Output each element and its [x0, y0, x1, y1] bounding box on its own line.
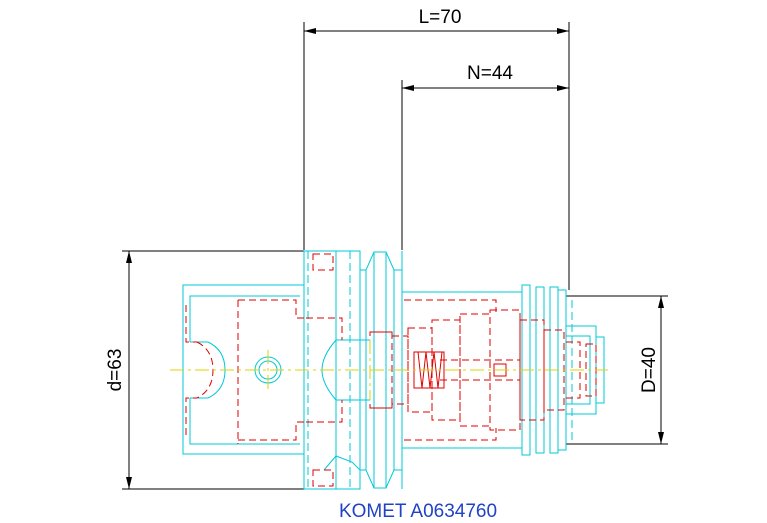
- dim-label-d-outer: d=63: [105, 349, 126, 392]
- dim-label-d-bore: D=40: [639, 347, 660, 393]
- dim-label-l: L=70: [419, 7, 462, 28]
- centerlines: [170, 340, 608, 400]
- dim-label-n: N=44: [467, 63, 513, 84]
- dimension-lines: [122, 22, 668, 490]
- holder-hidden-lines: [307, 251, 573, 489]
- part-number-caption: KOMET A0634760: [339, 501, 497, 522]
